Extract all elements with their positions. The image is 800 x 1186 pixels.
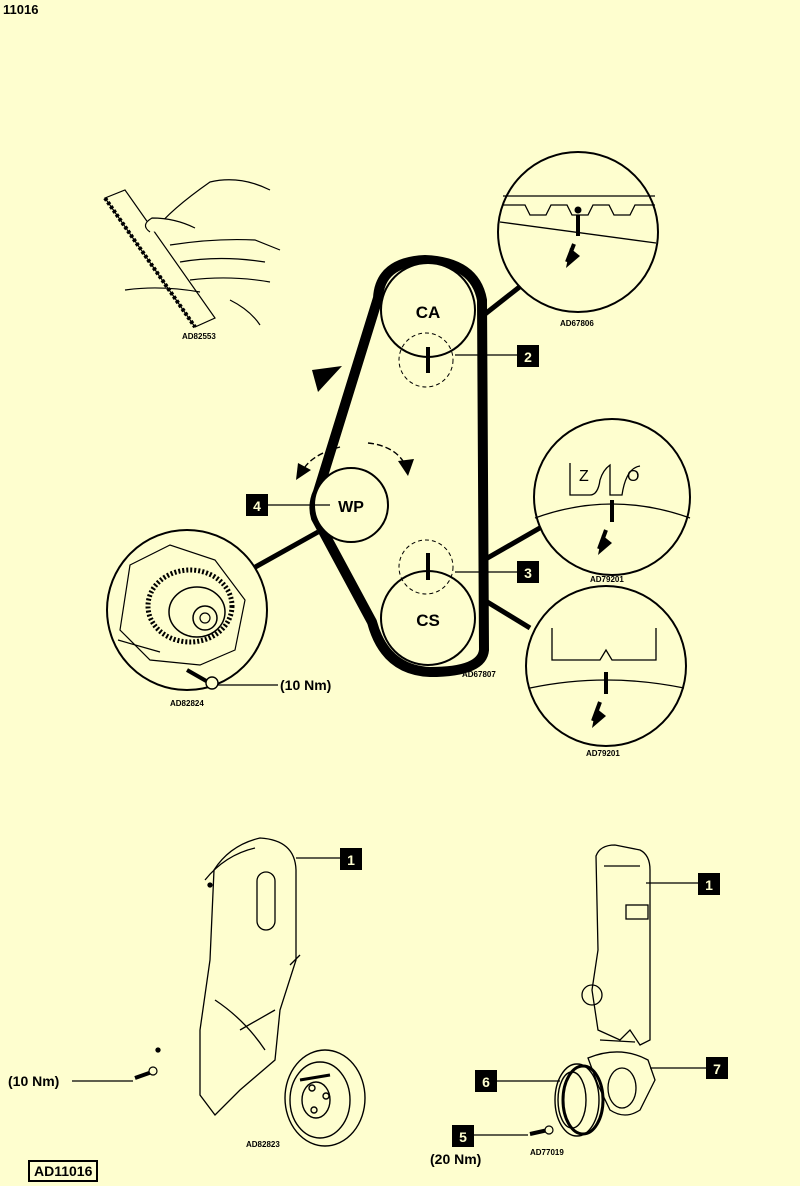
crankshaft-pulley <box>380 539 476 666</box>
callout-4: 4 <box>253 498 261 514</box>
camshaft-pulley <box>380 262 476 388</box>
crank-mark-detail-2 <box>525 585 687 747</box>
page-id: 11016 <box>3 2 39 17</box>
direction-triangle-icon <box>312 366 342 392</box>
crank-mark-o: O <box>627 468 639 485</box>
crank-mark-2-code: AD79201 <box>586 749 620 758</box>
callout-7-box <box>706 1057 728 1079</box>
callout-3-box <box>517 561 539 583</box>
rotation-arrows-icon <box>296 442 414 480</box>
belt-check-illustration <box>103 179 281 329</box>
callout-2-box <box>517 345 539 367</box>
callout-5: 5 <box>459 1129 467 1145</box>
crank-mark-z: Z <box>579 468 589 485</box>
callout-3: 3 <box>524 565 532 581</box>
water-pump-label: WP <box>338 499 364 516</box>
cover-bolt-icon <box>134 1066 158 1080</box>
crank-mark-detail-1 <box>533 418 691 576</box>
pulley-bolt-torque: (20 Nm) <box>430 1151 481 1167</box>
left-timing-cover <box>155 837 301 1116</box>
cam-mark-detail <box>497 151 659 313</box>
callout-1-right: 1 <box>705 877 713 893</box>
callout-1-left: 1 <box>347 852 355 868</box>
right-cover-code: AD77019 <box>530 1148 564 1157</box>
callout-1-right-box <box>698 873 720 895</box>
right-timing-cover <box>581 844 651 1046</box>
water-pump-code: AD82824 <box>170 699 204 708</box>
crank-pulley-left <box>284 1049 366 1147</box>
callout-7: 7 <box>713 1061 721 1077</box>
cover-bolt-torque: (10 Nm) <box>8 1073 59 1089</box>
crank-mark-1-code: AD79201 <box>590 575 624 584</box>
pulley-bolt-icon <box>529 1125 554 1136</box>
crank-pulley-right <box>554 1063 605 1137</box>
water-pump-torque: (10 Nm) <box>280 677 331 693</box>
cover-bracket <box>587 1051 656 1116</box>
callout-6-box <box>475 1070 497 1092</box>
callout-4-box <box>246 494 268 516</box>
cam-mark-code: AD67806 <box>560 319 594 328</box>
callout-1-left-box <box>340 848 362 870</box>
left-cover-code: AD82823 <box>246 1140 280 1149</box>
callout-6: 6 <box>482 1074 490 1090</box>
callout-5-box <box>452 1125 474 1147</box>
belt-check-code: AD82553 <box>182 332 216 341</box>
callout-2: 2 <box>524 349 532 365</box>
main-layout-code: AD67807 <box>462 670 496 679</box>
camshaft-label: CA <box>416 303 441 322</box>
crankshaft-label: CS <box>416 611 440 630</box>
footer-code: AD11016 <box>28 1160 99 1182</box>
water-pump-detail <box>106 529 268 691</box>
